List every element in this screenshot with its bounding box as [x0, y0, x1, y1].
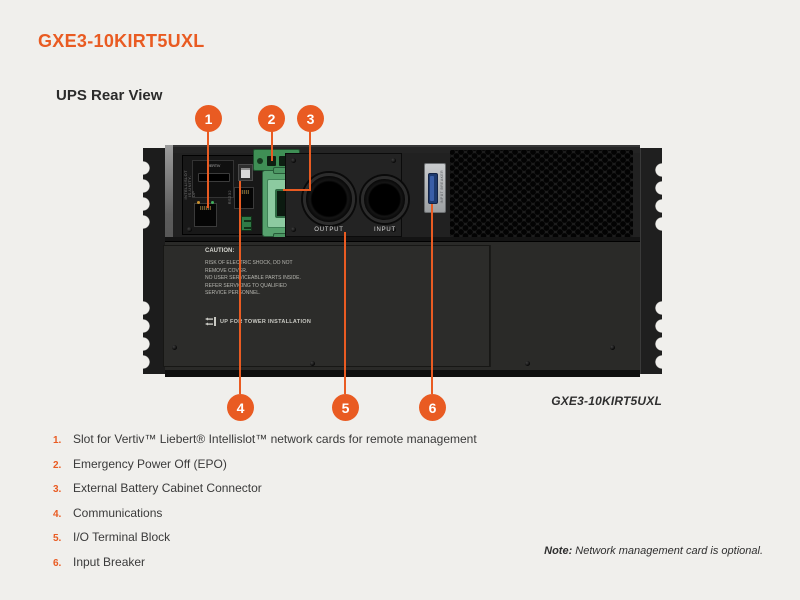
section-title: UPS Rear View — [56, 87, 163, 104]
callout-3-badge: 3 — [297, 105, 324, 132]
rs232-label: RS232 — [227, 190, 232, 205]
caution-line: RISK OF ELECTRIC SHOCK, DO NOT — [205, 260, 293, 266]
leader-line-3 — [309, 130, 311, 191]
io-terminal-cover: OUTPUT INPUT — [285, 153, 408, 237]
leader-line-2 — [271, 130, 273, 161]
legend-number: 3. — [53, 484, 62, 495]
rs232-port — [234, 187, 254, 209]
usb-port — [238, 164, 253, 181]
legend-label: Communications — [73, 505, 163, 520]
callout-number: 3 — [306, 110, 315, 127]
input-breaker: INPUT BREAKER — [424, 163, 446, 213]
caution-line: SERVICE PERSONNEL. — [205, 290, 261, 296]
screw — [391, 158, 396, 163]
page-title: GXE3-10KIRT5UXL — [38, 31, 205, 51]
legend-label: Slot for Vertiv™ Liebert® Intellislot™ n… — [73, 432, 477, 446]
callout-number: 4 — [236, 399, 245, 416]
legend-label: Emergency Power Off (EPO) — [73, 456, 227, 471]
legend-label: I/O Terminal Block — [73, 530, 171, 544]
leader-line-1 — [207, 130, 209, 208]
left-mounting-ear — [143, 148, 165, 374]
output-label: OUTPUT — [314, 227, 344, 233]
tower-installation-row: UP FOR TOWER INSTALLATION — [205, 317, 311, 326]
legend-list: 1. Slot for Vertiv™ Liebert® Intellislot… — [53, 432, 477, 569]
callout-6-badge: 6 — [419, 394, 446, 421]
callout-number: 5 — [341, 399, 350, 416]
screw — [291, 158, 296, 163]
ventilation-grille — [450, 150, 633, 237]
breaker-rocker — [428, 173, 438, 204]
port-led — [197, 201, 200, 204]
mini-terminal — [241, 216, 252, 231]
right-mounting-ear — [640, 148, 662, 374]
footer-note: Note: Network management card is optiona… — [400, 545, 763, 557]
network-port — [194, 201, 217, 227]
screw — [610, 345, 615, 350]
lower-cover-sheet — [163, 245, 490, 367]
breaker-label: INPUT BREAKER — [440, 170, 444, 204]
legend-label: External Battery Cabinet Connector — [73, 481, 262, 495]
leader-line-6 — [431, 204, 433, 394]
epo-contact — [267, 156, 276, 166]
input-cable-gland — [361, 176, 408, 223]
leader-line-3 — [283, 189, 311, 191]
note-prefix: Note: — [544, 545, 573, 557]
input-label: INPUT — [374, 227, 396, 233]
legend-number: 6. — [53, 557, 62, 569]
legend-number: 1. — [53, 435, 62, 446]
callout-number: 1 — [204, 110, 213, 127]
callout-number: 2 — [267, 110, 276, 127]
callout-4-badge: 4 — [227, 394, 254, 421]
legend-label: Input Breaker — [73, 554, 146, 569]
screw — [172, 345, 177, 350]
intellislot-card: VERTIV IS-UNITY-DP — [187, 160, 234, 198]
output-cable-gland — [303, 173, 355, 225]
caution-line: REMOVE COVER. — [205, 267, 248, 274]
chassis-bottom-edge — [165, 370, 640, 377]
note-text: Network management card is optional. — [572, 545, 763, 557]
epo-screw-hole — [257, 158, 263, 164]
legend-item: 4. Communications — [53, 506, 477, 520]
panel-seam — [490, 245, 491, 367]
screw — [187, 227, 192, 232]
legend-item: 2. Emergency Power Off (EPO) — [53, 457, 477, 471]
ups-rear-view-illustration: INTELLISLOT VERTIV IS-UNITY-DP RS232 BAT… — [143, 145, 662, 377]
caution-line: REFER SERVICING TO QUALIFIED — [205, 282, 287, 289]
callout-5-badge: 5 — [332, 394, 359, 421]
caution-line: NO USER SERVICEABLE PARTS INSIDE. — [205, 275, 301, 281]
card-slot — [198, 173, 230, 182]
leader-line-5 — [344, 232, 346, 394]
vertiv-logo: VERTIV — [207, 164, 221, 168]
epo-contact — [279, 156, 288, 166]
legend-number: 5. — [53, 533, 62, 544]
caution-heading: CAUTION: — [205, 248, 235, 254]
screw — [291, 227, 296, 232]
caution-block: CAUTION: RISK OF ELECTRIC SHOCK, DO NOT … — [205, 248, 335, 298]
device-model-caption: GXE3-10KIRT5UXL — [551, 394, 662, 408]
legend-number: 4. — [53, 508, 62, 520]
screw — [310, 361, 315, 366]
callout-2-badge: 2 — [258, 105, 285, 132]
tower-orientation-icon — [205, 317, 216, 326]
callout-number: 6 — [428, 399, 437, 416]
card-model-label: IS-UNITY-DP — [187, 175, 196, 197]
legend-item: 3. External Battery Cabinet Connector — [53, 481, 477, 495]
legend-item: 1. Slot for Vertiv™ Liebert® Intellislot… — [53, 432, 477, 446]
leader-line-4 — [239, 181, 241, 394]
legend-item: 5. I/O Terminal Block — [53, 530, 477, 544]
legend-number: 2. — [53, 459, 62, 471]
screw — [391, 227, 396, 232]
panel-seam — [165, 237, 640, 242]
port-led — [211, 201, 214, 204]
legend-item: 6. Input Breaker — [53, 555, 477, 569]
tower-installation-label: UP FOR TOWER INSTALLATION — [220, 318, 312, 325]
screw — [525, 361, 530, 366]
callout-1-badge: 1 — [195, 105, 222, 132]
